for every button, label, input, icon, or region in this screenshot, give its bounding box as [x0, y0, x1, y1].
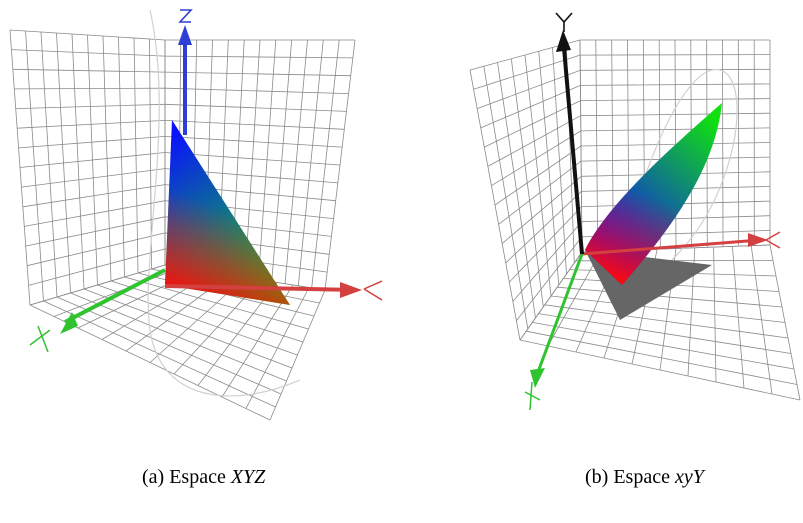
grid-line: [164, 103, 347, 112]
grid-line: [750, 245, 773, 395]
x-axis-xyY: [581, 231, 781, 256]
grid-line: [501, 175, 582, 244]
grid-line: [245, 287, 310, 409]
grid-line: [516, 236, 583, 321]
grid-line: [580, 83, 771, 86]
grid-line: [19, 152, 166, 168]
Y-axis-xyY: [555, 12, 584, 255]
caption-a-symbol: XYZ: [230, 466, 266, 488]
grid-line: [29, 264, 166, 306]
grid-line: [505, 191, 582, 264]
grid-line: [713, 247, 717, 383]
caption-a-label: (a) Espace: [142, 466, 226, 488]
grid-line: [509, 206, 582, 283]
grid-line: [24, 200, 166, 227]
grid-line: [17, 120, 166, 129]
grid-line: [732, 246, 745, 389]
grid-line: [164, 136, 343, 148]
grid-line: [18, 136, 166, 149]
grid-line: [12, 68, 166, 73]
grid-line: [473, 54, 581, 90]
grid-line: [21, 168, 166, 188]
grid-line: [580, 68, 771, 71]
triangle-xyz: [165, 120, 290, 305]
curve-outline-xyz: [147, 9, 301, 397]
grid-xyz: [9, 29, 356, 421]
grid-line: [580, 112, 771, 117]
grid-line: [15, 103, 166, 109]
grid-line: [494, 145, 582, 206]
grid-line: [769, 244, 801, 401]
y-axis-xyY: [524, 253, 584, 411]
grid-line: [25, 216, 166, 247]
grid-line: [480, 85, 581, 129]
x-axis-xyz: [164, 280, 383, 301]
y-axis-xyz: [29, 268, 166, 353]
grid-line: [484, 100, 581, 148]
grid-line: [164, 87, 349, 94]
panel-xyz: [9, 9, 383, 421]
grid-line: [487, 115, 581, 167]
grid-line: [498, 160, 582, 225]
z-axis-xyz: [178, 9, 193, 135]
grid-line: [28, 248, 166, 286]
grid-line: [27, 232, 166, 267]
grid-line: [580, 54, 771, 56]
grid-line: [22, 184, 166, 208]
spectral-surface-xyY: [585, 103, 722, 285]
grid-line: [164, 55, 353, 59]
caption-b-label: (b) Espace: [585, 466, 670, 488]
grid-line: [512, 221, 583, 302]
grid-line: [164, 71, 351, 77]
grid-line: [269, 289, 326, 421]
grid-line: [221, 284, 294, 398]
grid-line: [476, 69, 581, 109]
grid-line: [580, 98, 771, 101]
grid-line: [580, 127, 771, 132]
panel-xyY: [469, 12, 801, 411]
grid-line: [491, 130, 582, 187]
caption-b-symbol: xyY: [674, 466, 704, 488]
grid-line: [11, 49, 166, 57]
grid-line: [580, 142, 771, 147]
grid-line: [164, 152, 341, 166]
grid-line: [9, 29, 166, 41]
grid-line: [164, 120, 345, 130]
grid-line: [53, 267, 182, 317]
grid-line: [547, 251, 602, 347]
grid-line: [519, 251, 583, 341]
grid-line: [14, 87, 166, 90]
